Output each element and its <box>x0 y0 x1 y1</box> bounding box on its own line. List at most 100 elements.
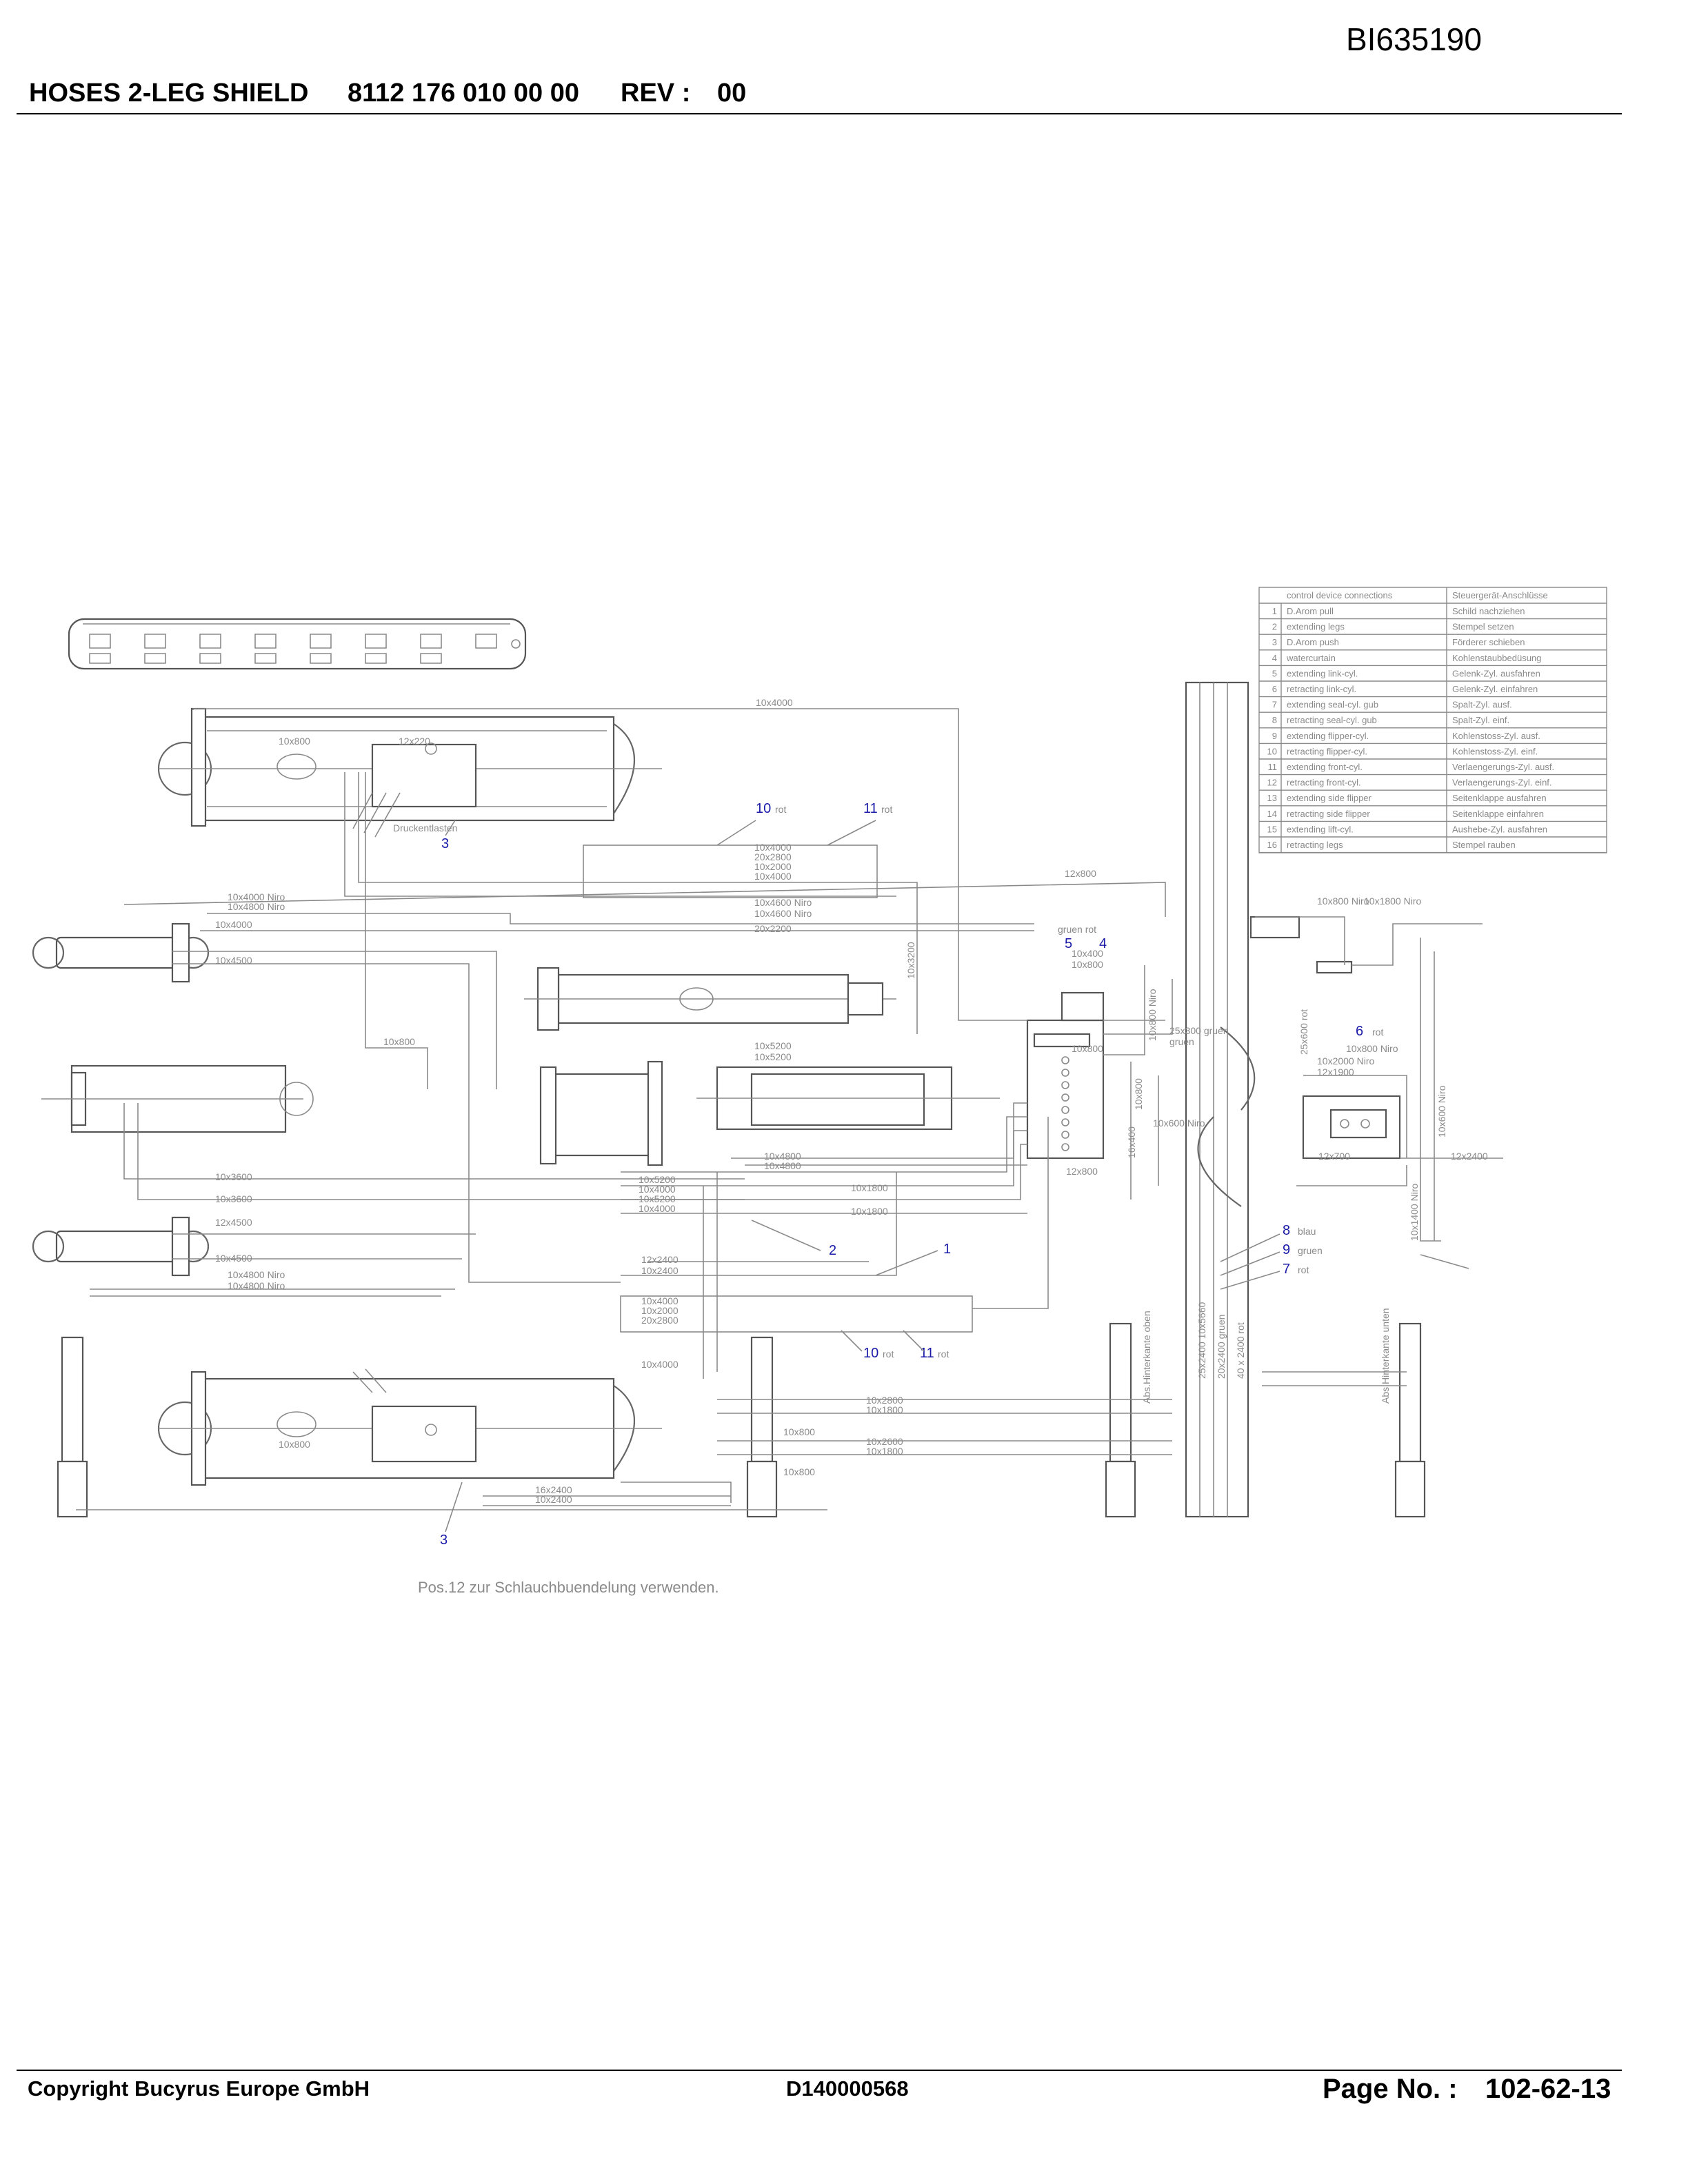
legend-row-number: 16 <box>1267 840 1277 850</box>
legend-row-number: 3 <box>1272 637 1277 647</box>
callout-11-top: 11 <box>863 801 878 816</box>
left-leg-cylinders <box>32 922 314 1277</box>
legend-row-english: extending legs <box>1287 622 1345 632</box>
label-gruen-rot: gruen rot <box>1058 924 1096 935</box>
legend-row-english: retracting side flipper <box>1287 809 1370 819</box>
header-rule <box>17 113 1622 114</box>
legend-row-english: extending flipper-cyl. <box>1287 731 1369 741</box>
hose-label: 10x1800 <box>866 1404 903 1415</box>
legend-row-german: Schild nachziehen <box>1452 606 1525 616</box>
legend-row-number: 6 <box>1272 684 1277 694</box>
hose-label: 10x4800 Nirо <box>228 1280 285 1291</box>
legend-row-german: Kohlenstaubbedüsung <box>1452 653 1541 663</box>
hose-label: 10x4600 Nirо <box>754 897 812 908</box>
hose-label: 20x2800 <box>754 851 792 862</box>
legend-row-german: Spalt-Zyl. einf. <box>1452 715 1509 725</box>
valve-port <box>1061 1056 1069 1064</box>
hose-label: 10x4000 <box>641 1295 679 1306</box>
document-id: BI635190 <box>1346 21 1482 57</box>
callout-1: 1 <box>943 1242 951 1257</box>
hose-label: 10x4000 <box>639 1203 676 1214</box>
legend-row-german: Stempel rauben <box>1452 840 1516 850</box>
vertical-hose-label: 16x400 <box>1126 1126 1137 1158</box>
legend-row-english: retracting link-cyl. <box>1287 684 1356 694</box>
vertical-hose-label: 25x600 rot <box>1298 1009 1309 1055</box>
legend-row-german: Spalt-Zyl. ausf. <box>1452 700 1512 710</box>
lower-main-cylinder <box>157 1368 662 1486</box>
callout-10-bottom: 10 <box>863 1346 878 1361</box>
hose-label: 10x2000 <box>754 861 792 872</box>
hose-label: 12x1900 <box>1317 1066 1354 1078</box>
hose-label: 10x600 Nirо <box>1153 1118 1205 1129</box>
vertical-hose-label: 10x600 Nirо <box>1436 1085 1447 1138</box>
valve-port <box>1061 1106 1069 1114</box>
callout-10-bottom-suffix: rot <box>883 1348 894 1359</box>
callout-11-bottom: 11 <box>920 1346 934 1361</box>
callout-10-top: 10 <box>756 801 771 816</box>
hose-label: 25x300 gruen <box>1169 1025 1229 1036</box>
callout-leaders <box>445 820 1280 1533</box>
footer-copyright: Copyright Bucyrus Europe GmbH <box>28 2076 370 2101</box>
hose-label: 10x4000 <box>639 1184 676 1195</box>
hose-label: 10x4000 <box>754 871 792 882</box>
callout-9-suffix: gruen <box>1298 1245 1323 1256</box>
hose-label: 10x4000 <box>641 1359 679 1370</box>
hose-label: 10x2400 <box>641 1265 679 1276</box>
valve-port <box>1061 1081 1069 1089</box>
callout-9: 9 <box>1283 1242 1290 1257</box>
hose-label: 10x800 <box>783 1426 815 1437</box>
hose-label: 10x1800 <box>851 1182 888 1193</box>
callout-labels: 10 rot 11 rot 3 5 4 6 rot 2 1 8 blau 9 g… <box>440 801 1383 1548</box>
hose-label: 10x800 <box>383 1036 415 1047</box>
footer-rule <box>17 2070 1622 2071</box>
hose-label: 10x3600 <box>215 1193 252 1204</box>
legend-header-en: control device connections <box>1287 590 1393 600</box>
vertical-hose-label: 10x3200 <box>905 942 916 979</box>
legend-row-german: Kohlenstoss-Zyl. einf. <box>1452 746 1538 756</box>
hose-label: 10x5200 <box>639 1174 676 1185</box>
hose-label: 10x800 Nirо <box>1346 1043 1398 1054</box>
legend-row-number: 1 <box>1272 606 1277 616</box>
hose-label: 10x4500 <box>215 1253 252 1264</box>
vertical-hose-label: 10x800 Nirо <box>1147 989 1158 1041</box>
legend-row-number: 8 <box>1272 715 1277 725</box>
legend-row-german: Aushebe-Zyl. ausfahren <box>1452 824 1547 834</box>
hose-label: 10x800 <box>279 736 310 747</box>
legend-row-english: extending lift-cyl. <box>1287 824 1354 834</box>
callout-5: 5 <box>1065 936 1072 951</box>
header-part-number: 8112 176 010 00 00 <box>348 79 580 108</box>
hose-label: 20x2800 <box>641 1315 679 1326</box>
legend-row-german: Förderer schieben <box>1452 637 1525 647</box>
hose-label: 10x4800 Nirо <box>228 901 285 912</box>
hose-label: 10x2000 <box>641 1305 679 1316</box>
hose-label: 10x4000 <box>754 842 792 853</box>
footer-page-label: Page No. : <box>1323 2074 1458 2104</box>
connection-legend-table: control device connections Steuergerät-A… <box>1258 587 1607 853</box>
legend-row-german: Stempel setzen <box>1452 622 1514 632</box>
legend-row-german: Gelenk-Zyl. ausfahren <box>1452 668 1540 678</box>
hose-label: 10x4800 <box>764 1151 801 1162</box>
legend-row-german: Seitenklappe ausfahren <box>1452 793 1547 803</box>
callout-11-bottom-suffix: rot <box>938 1348 949 1359</box>
legend-row-number: 12 <box>1267 778 1277 788</box>
hose-label: 10x800 <box>279 1439 310 1450</box>
hose-label: 10x1800 <box>851 1206 888 1217</box>
hose-label: 10x4000 <box>756 697 793 708</box>
callout-7: 7 <box>1283 1262 1290 1277</box>
hose-label: 10x800 <box>783 1466 815 1477</box>
callout-4: 4 <box>1099 936 1107 951</box>
callout-6-suffix: rot <box>1372 1027 1383 1038</box>
hose-label: 16x2400 <box>535 1484 572 1495</box>
upper-main-cylinder <box>157 707 662 838</box>
hose-label: 10x800 <box>1072 959 1103 970</box>
hose-label: 10x2800 <box>866 1395 903 1406</box>
hose-label: 10x5200 <box>754 1040 792 1051</box>
legend-row-german: Kohlenstoss-Zyl. ausf. <box>1452 731 1540 741</box>
vertical-hose-label: 25x2400 10x5660 <box>1196 1302 1207 1379</box>
legend-row-german: Gelenk-Zyl. einfahren <box>1452 684 1538 694</box>
legend-row-number: 10 <box>1267 746 1277 756</box>
hose-label: 12x2400 <box>1451 1151 1488 1162</box>
valve-port <box>1061 1143 1069 1151</box>
hose-label: 10x4500 <box>215 955 252 966</box>
legend-row-english: D.Arom pull <box>1287 606 1334 616</box>
